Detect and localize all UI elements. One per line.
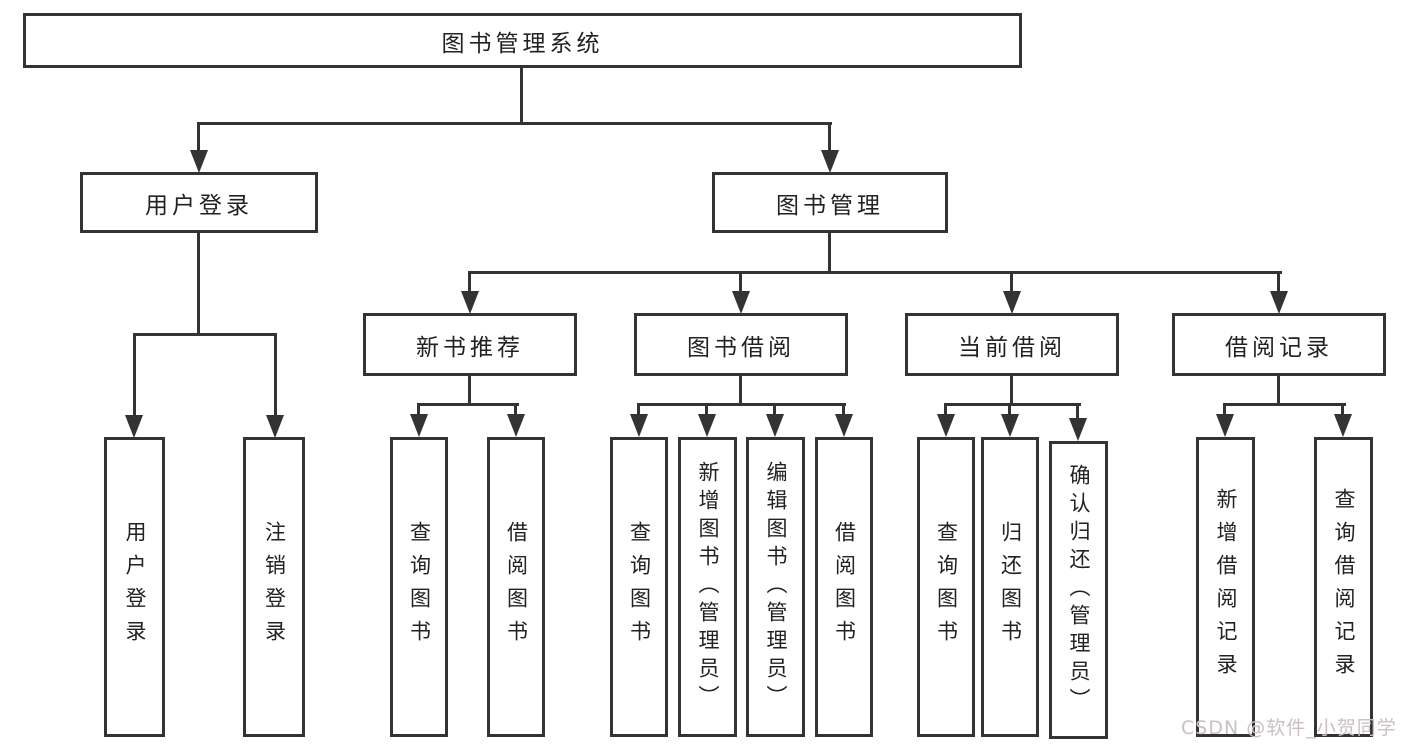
arrow-down-icon: [835, 414, 853, 437]
connector-line: [1010, 271, 1013, 292]
node-borrow-records: 借阅记录: [1172, 313, 1386, 376]
node-label: 新增图书（管理员）: [696, 461, 720, 713]
leaf-add-book-admin: 新增图书（管理员）: [678, 437, 737, 737]
connector-line: [417, 403, 519, 406]
leaf-borrow-books: 借阅图书: [487, 437, 545, 737]
node-label: 编辑图书（管理员）: [764, 461, 788, 713]
connector-line: [705, 403, 708, 416]
arrow-down-icon: [821, 150, 839, 173]
node-label: 新书推荐: [416, 334, 524, 361]
node-label: 用户登录: [145, 192, 253, 219]
watermark: CSDN @软件_小贺同学: [1181, 717, 1397, 739]
node-library-system: 图书管理系统: [23, 13, 1022, 68]
node-label: 借阅图书: [832, 521, 857, 653]
node-label: 注销登录: [262, 521, 287, 653]
connector-line: [197, 122, 832, 125]
leaf-query-borrow-record: 查询借阅记录: [1314, 437, 1373, 737]
connector-line: [773, 403, 776, 416]
connector-line: [1341, 403, 1344, 416]
node-label: 图书管理系统: [441, 30, 604, 57]
node-new-book-recommend: 新书推荐: [363, 313, 577, 376]
arrow-down-icon: [630, 414, 648, 437]
arrow-down-icon: [266, 415, 284, 438]
node-book-management: 图书管理: [712, 172, 948, 233]
connector-line: [1008, 403, 1011, 416]
arrow-down-icon: [410, 414, 428, 437]
connector-line: [739, 271, 742, 292]
arrow-down-icon: [190, 150, 208, 173]
node-label: 查询图书: [934, 521, 959, 653]
connector-line: [468, 374, 471, 406]
connector-line: [637, 403, 640, 416]
connector-line: [1277, 374, 1280, 406]
connector-line: [520, 66, 523, 123]
arrow-down-icon: [1216, 414, 1234, 437]
node-current-borrow: 当前借阅: [905, 313, 1119, 376]
connector-line: [842, 403, 845, 416]
connector-line: [468, 271, 471, 292]
node-label: 新增借阅记录: [1214, 488, 1238, 686]
arrow-down-icon: [766, 414, 784, 437]
node-label: 查询图书: [407, 521, 432, 653]
connector-line: [739, 374, 742, 406]
node-label: 借阅图书: [504, 521, 529, 653]
node-label: 图书管理: [776, 192, 884, 219]
node-label: 当前借阅: [958, 334, 1066, 361]
leaf-query-books: 查询图书: [610, 437, 668, 737]
leaf-user-login: 用户登录: [104, 437, 165, 737]
arrow-down-icon: [1270, 291, 1288, 314]
connector-line: [828, 230, 831, 274]
leaf-query-books: 查询图书: [390, 437, 448, 737]
leaf-confirm-return-admin: 确认归还（管理员）: [1049, 441, 1108, 739]
arrow-down-icon: [125, 415, 143, 438]
connector-line: [197, 122, 200, 152]
node-label: 图书借阅: [687, 334, 795, 361]
connector-line: [197, 230, 200, 336]
leaf-return-books: 归还图书: [981, 437, 1039, 737]
connector-line: [1076, 403, 1079, 420]
connector-line: [274, 333, 277, 416]
node-label: 确认归还（管理员）: [1067, 464, 1091, 716]
connector-line: [944, 403, 1081, 406]
connector-line: [828, 122, 831, 152]
arrow-down-icon: [698, 414, 716, 437]
connector-line: [514, 403, 517, 416]
connector-line: [133, 333, 277, 336]
arrow-down-icon: [732, 291, 750, 314]
arrow-down-icon: [1334, 414, 1352, 437]
connector-line: [133, 333, 136, 416]
leaf-edit-book-admin: 编辑图书（管理员）: [746, 437, 805, 737]
arrow-down-icon: [1001, 414, 1019, 437]
node-book-borrow: 图书借阅: [634, 313, 848, 376]
arrow-down-icon: [937, 414, 955, 437]
leaf-logout: 注销登录: [243, 437, 305, 737]
connector-line: [468, 271, 1282, 274]
connector-line: [637, 403, 846, 406]
leaf-query-books: 查询图书: [917, 437, 975, 737]
connector-line: [1010, 374, 1013, 406]
node-label: 用户登录: [123, 521, 147, 653]
node-user-login: 用户登录: [80, 172, 318, 233]
node-label: 归还图书: [998, 521, 1023, 653]
leaf-borrow-books: 借阅图书: [815, 437, 873, 737]
node-label: 查询图书: [627, 521, 652, 653]
arrow-down-icon: [461, 291, 479, 314]
connector-line: [1277, 271, 1280, 292]
leaf-add-borrow-record: 新增借阅记录: [1196, 437, 1255, 737]
arrow-down-icon: [1069, 418, 1087, 441]
connector-line: [1223, 403, 1226, 416]
connector-line: [417, 403, 420, 416]
connector-line: [944, 403, 947, 416]
connector-line: [1223, 403, 1346, 406]
arrow-down-icon: [507, 414, 525, 437]
node-label: 借阅记录: [1225, 334, 1333, 361]
arrow-down-icon: [1003, 291, 1021, 314]
node-label: 查询借阅记录: [1332, 488, 1356, 686]
